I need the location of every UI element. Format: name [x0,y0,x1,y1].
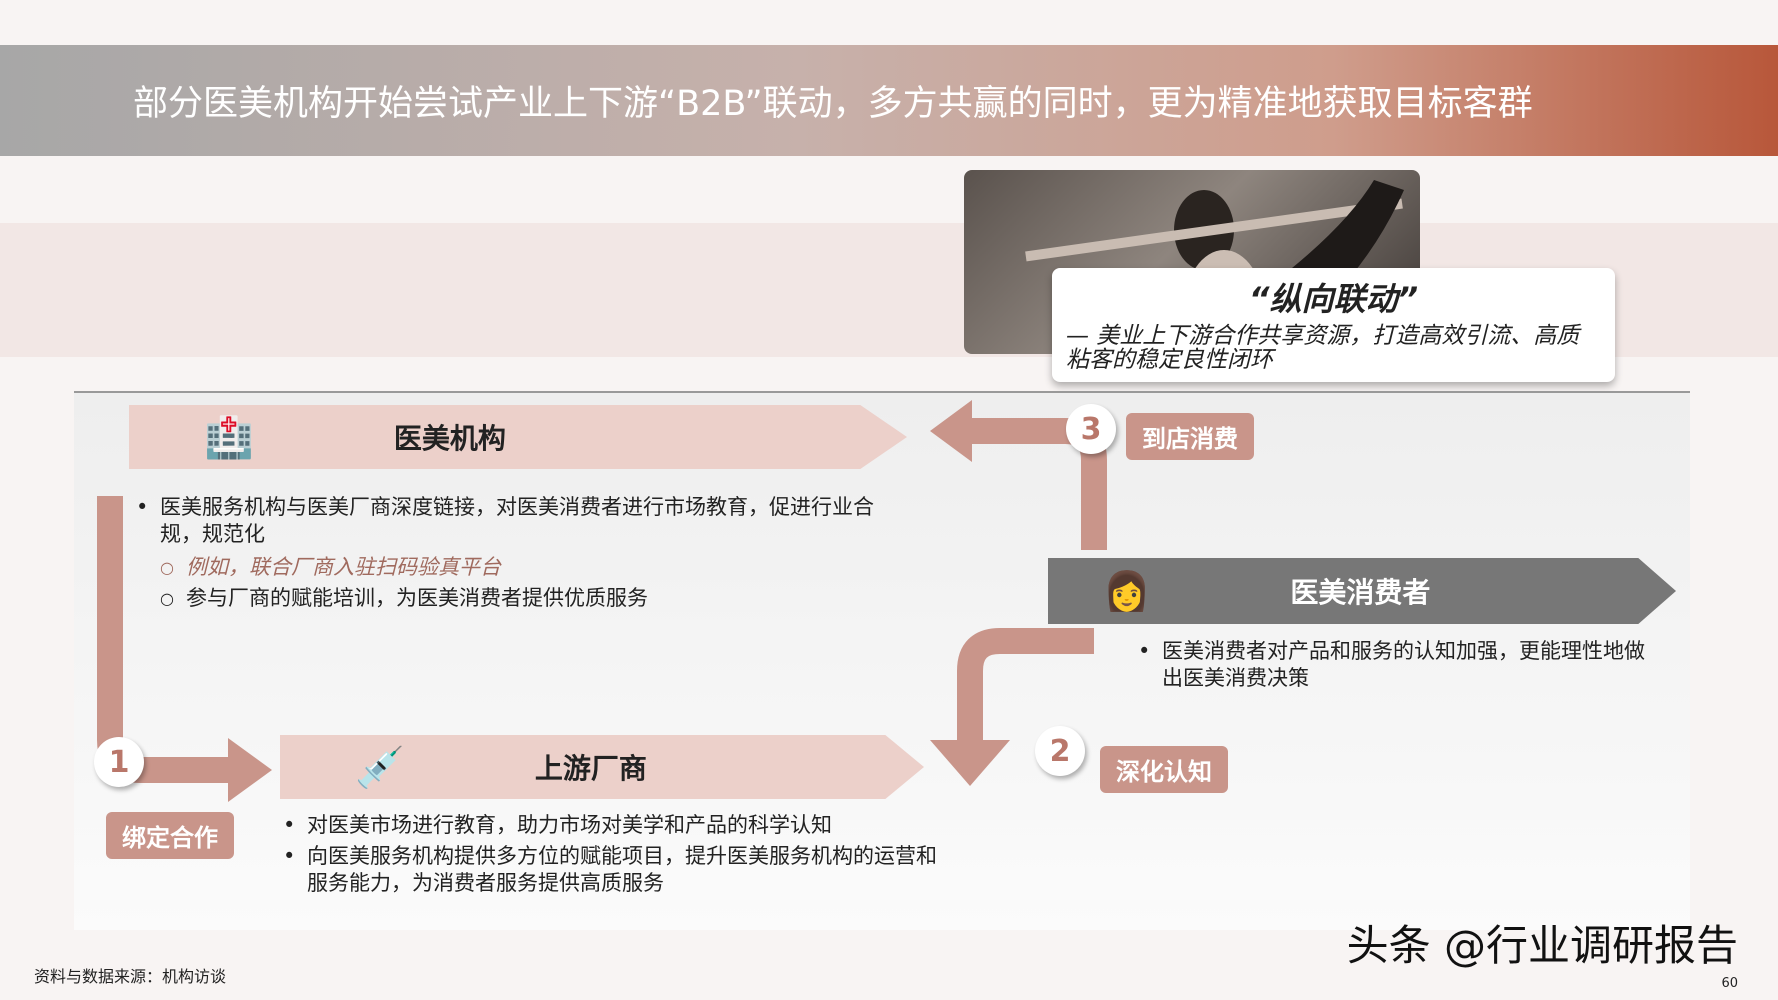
consumer-text: 医美消费者对产品和服务的认知加强，更能理性地做出医美消费决策 [1138,638,1648,692]
step-3-circle: 3 [1066,404,1116,454]
title-bar: 部分医美机构开始尝试产业上下游“B2B”联动，多方共赢的同时，更为精准地获取目标… [0,45,1778,156]
step-3-tag: 到店消费 [1126,413,1254,460]
institution-sub-bullet: 参与厂商的赋能培训，为医美消费者提供优质服务 [136,585,876,612]
institution-bullet: 医美服务机构与医美厂商深度链接，对医美消费者进行市场教育，促进行业合规，规范化 [136,494,876,548]
step-2-circle: 2 [1035,726,1085,776]
institution-sub-bullet: 例如，联合厂商入驻扫码验真平台 [136,554,876,581]
step-2-tag: 深化认知 [1100,746,1228,793]
syringe-icon: 💉 [355,744,405,791]
manufacturer-label: 上游厂商 [534,752,647,785]
hospital-icon: 🏥 [204,414,254,461]
consumer-label: 医美消费者 [1290,576,1431,609]
arrow-deepen [957,628,1094,740]
page-number: 60 [1721,976,1738,991]
manufacturer-banner: 💉 上游厂商 [280,735,924,799]
consumer-bullet: 医美消费者对产品和服务的认知加强，更能理性地做出医美消费决策 [1138,638,1648,692]
institution-label: 医美机构 [393,422,506,455]
woman-avatar-icon: 👩 [1103,568,1151,613]
manufacturer-bullet: 对医美市场进行教育，助力市场对美学和产品的科学认知 [283,812,953,839]
manufacturer-bullet: 向医美服务机构提供多方位的赋能项目，提升医美服务机构的运营和服务能力，为消费者服… [283,843,953,897]
arrowhead-deepen [930,740,1010,786]
step-1-circle: 1 [94,737,144,787]
institution-banner: 🏥 医美机构 [129,405,907,469]
step-1-tag: 绑定合作 [106,812,234,859]
watermark: 头条 @行业调研报告 [1346,921,1738,970]
institution-text: 医美服务机构与医美厂商深度链接，对医美消费者进行市场教育，促进行业合规，规范化 … [136,494,876,612]
arrowhead-visit [930,400,972,462]
callout-box: “纵向联动” — 美业上下游合作共享资源，打造高效引流、高质粘客的稳定良性闭环 [1052,268,1615,382]
callout-subtitle: — 美业上下游合作共享资源，打造高效引流、高质粘客的稳定良性闭环 [1066,323,1580,373]
consumer-banner: 👩 医美消费者 [1048,558,1676,624]
source-note: 资料与数据来源：机构访谈 [34,967,227,986]
manufacturer-text: 对医美市场进行教育，助力市场对美学和产品的科学认知 向医美服务机构提供多方位的赋… [283,812,953,897]
arrowhead-bind [228,738,272,802]
callout-heading: “纵向联动” [1248,280,1419,318]
page-title: 部分医美机构开始尝试产业上下游“B2B”联动，多方共赢的同时，更为精准地获取目标… [133,84,1533,124]
